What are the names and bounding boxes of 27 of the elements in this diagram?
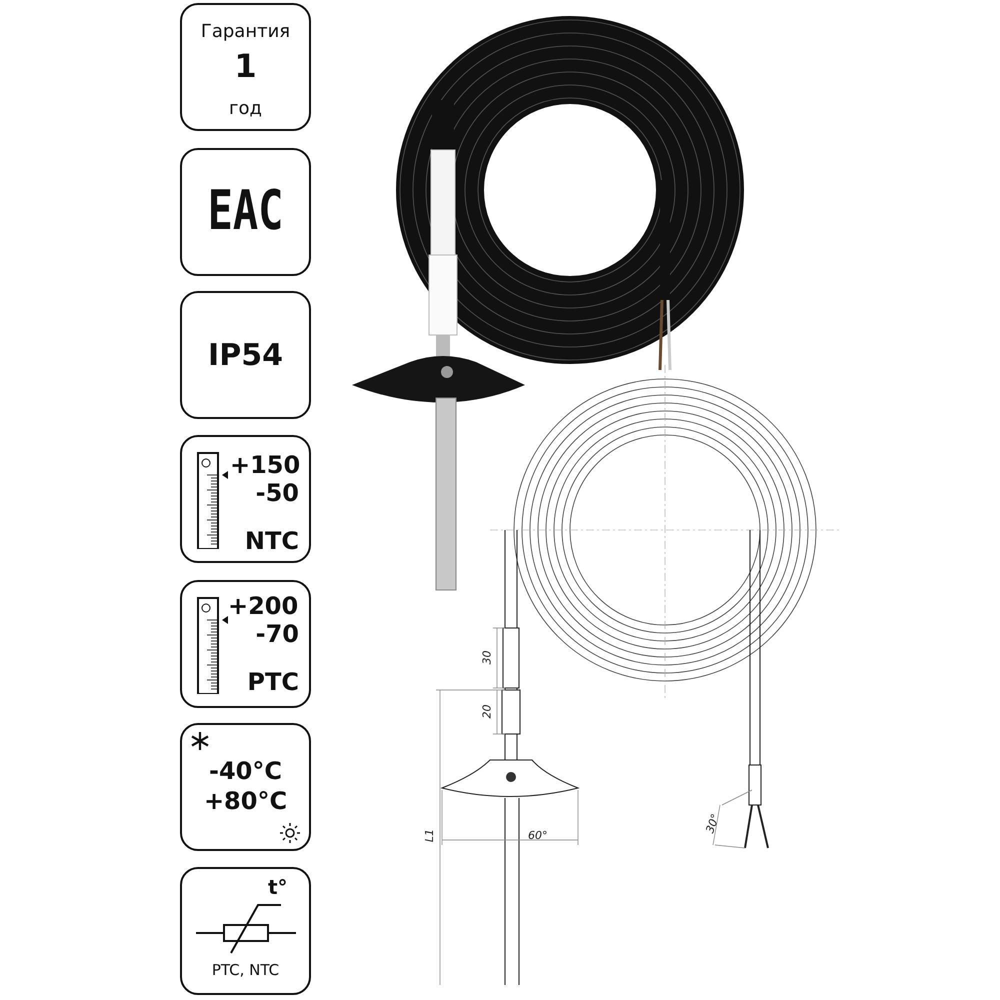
dimension-label: 20 [482,704,492,718]
warranty-card [180,3,311,131]
dimension-label: 30 [482,650,492,664]
min-temperature: -50 [256,481,299,505]
warranty-label: Гарантия [200,23,292,41]
certification-card [180,148,311,276]
temperature-range-card [180,580,311,708]
min-temperature: -40°C [208,759,283,783]
operating-temperature-card [180,723,311,851]
temperature-symbol: t° [268,877,288,897]
sensor-type-card [180,867,311,995]
sensor-type-label: PTC [247,670,299,694]
dimension-label: L1 [424,828,436,842]
sensor-type-label: PTC, NTC [210,963,280,978]
temperature-range-card [180,435,311,563]
dimension-label: 60° [528,830,548,841]
max-temperature: +80°C [202,789,288,813]
max-temperature: +200 [228,594,298,618]
max-temperature: +150 [230,453,300,477]
warranty-years: 1 [233,50,258,82]
warranty-unit: год [228,100,263,118]
certification-mark: EAC [206,184,284,238]
sensor-type-label: NTC [244,529,299,553]
dimension-label: 30° [704,812,722,835]
protection-rating-card [180,291,311,419]
protection-rating: IP54 [207,341,284,371]
min-temperature: -70 [256,622,299,646]
